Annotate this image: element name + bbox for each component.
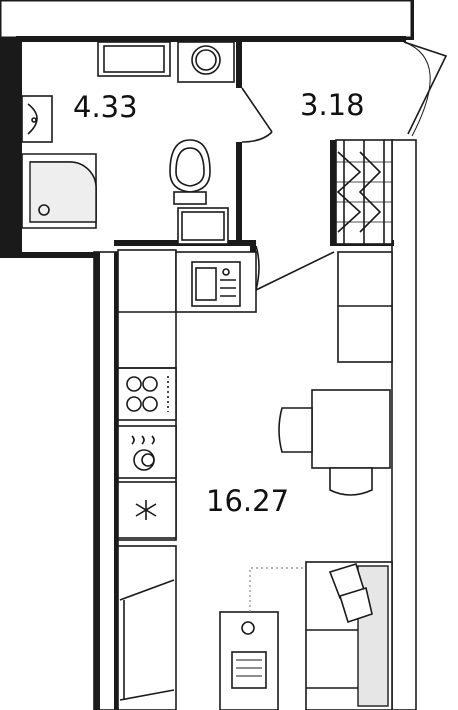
dining-set — [278, 389, 391, 496]
bathroom-fixtures — [21, 41, 235, 245]
walls — [0, 0, 417, 710]
kitchen — [117, 249, 257, 541]
wall-partition-top — [236, 40, 242, 88]
cushion-2 — [339, 586, 373, 624]
wardrobe — [335, 139, 393, 245]
bath-door — [241, 87, 273, 143]
wall-living-left-inner — [114, 252, 118, 710]
side-cabinets — [337, 251, 393, 363]
living-area-label: 16.27 — [206, 484, 289, 518]
toilet-tank — [173, 191, 207, 205]
cable-line — [249, 567, 310, 612]
sofa — [305, 561, 393, 710]
bathroom-area-label: 4.33 — [73, 90, 138, 124]
closet-body — [117, 545, 177, 710]
desk-body — [219, 611, 279, 710]
bath-door-leaf — [241, 87, 273, 143]
laptop — [231, 651, 267, 689]
wall-living-left-outer — [94, 252, 100, 710]
dining-table — [311, 389, 391, 469]
living-door-leaf — [255, 245, 335, 291]
hallway-area-label: 3.18 — [300, 88, 365, 122]
storage-box — [177, 207, 229, 245]
wall-bath-top — [16, 36, 256, 42]
wall-hall-top — [254, 36, 406, 42]
wall-bath-bottom — [0, 252, 100, 258]
washing-machine — [177, 41, 235, 83]
wall-partition-bottom — [236, 142, 242, 246]
closet — [117, 545, 177, 710]
chair-left — [278, 407, 313, 453]
entry-door — [403, 41, 448, 137]
desk — [219, 567, 310, 710]
chair-bottom — [329, 467, 373, 496]
wall-right — [391, 139, 417, 710]
entry-door-leaf — [403, 41, 448, 135]
side-cabinet — [337, 251, 393, 363]
cooktop — [117, 367, 177, 421]
wall-wardrobe-left — [330, 140, 336, 246]
living-door — [255, 245, 335, 291]
wall-bath-left — [16, 36, 22, 258]
